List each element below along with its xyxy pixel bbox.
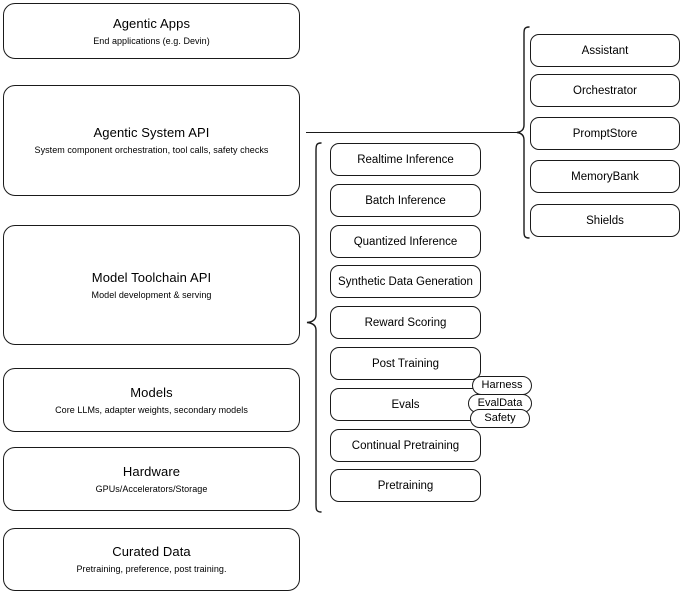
system-item-shields[interactable]: Shields <box>530 204 680 237</box>
layer-box-agentic-apps[interactable]: Agentic Apps End applications (e.g. Devi… <box>3 3 300 59</box>
layer-subtitle: Model development & serving <box>91 289 212 300</box>
layer-title: Hardware <box>122 463 181 479</box>
layer-box-model-toolchain-api[interactable]: Model Toolchain API Model development & … <box>3 225 300 345</box>
chip-label: Pretraining <box>377 479 434 492</box>
layer-box-hardware[interactable]: Hardware GPUs/Accelerators/Storage <box>3 447 300 511</box>
layer-title: Curated Data <box>112 544 191 559</box>
chip-label: Evals <box>391 398 420 411</box>
layer-box-models[interactable]: Models Core LLMs, adapter weights, secon… <box>3 368 300 432</box>
toolchain-item-pretraining[interactable]: Pretraining <box>330 469 481 502</box>
layer-title: Model Toolchain API <box>91 269 212 285</box>
chip-label: Reward Scoring <box>364 316 447 329</box>
toolchain-item-realtime-inference[interactable]: Realtime Inference <box>330 143 481 176</box>
toolchain-item-quantized-inference[interactable]: Quantized Inference <box>330 225 481 258</box>
chip-label: Shields <box>586 214 624 227</box>
toolchain-item-continual-pretraining[interactable]: Continual Pretraining <box>330 429 481 462</box>
layer-subtitle: Pretraining, preference, post training. <box>76 564 227 574</box>
chip-label: Assistant <box>581 44 629 57</box>
toolchain-item-reward-scoring[interactable]: Reward Scoring <box>330 306 481 339</box>
layer-box-curated-data[interactable]: Curated Data Pretraining, preference, po… <box>3 528 300 591</box>
evals-pill-safety[interactable]: Safety <box>470 409 530 428</box>
layer-subtitle: GPUs/Accelerators/Storage <box>95 483 208 494</box>
chip-label: Post Training <box>371 357 440 370</box>
evals-pill-harness[interactable]: Harness <box>472 376 532 395</box>
layer-title: Agentic Apps <box>112 15 191 31</box>
toolchain-item-evals[interactable]: Evals <box>330 388 481 421</box>
pill-label: EvalData <box>477 397 523 409</box>
brace-toolchain-column <box>306 140 322 518</box>
system-item-memorybank[interactable]: MemoryBank <box>530 160 680 193</box>
layer-title: Models <box>130 384 173 400</box>
layer-subtitle: System component orchestration, tool cal… <box>34 145 269 155</box>
toolchain-item-batch-inference[interactable]: Batch Inference <box>330 184 481 217</box>
chip-label: Orchestrator <box>573 84 637 97</box>
system-item-assistant[interactable]: Assistant <box>530 34 680 67</box>
pill-label: Harness <box>481 379 523 391</box>
chip-label: MemoryBank <box>571 170 639 183</box>
chip-label: PromptStore <box>572 127 638 140</box>
toolchain-item-synthetic-data-generation[interactable]: Synthetic Data Generation <box>330 265 481 298</box>
connector-line-system-api <box>306 132 518 133</box>
system-item-orchestrator[interactable]: Orchestrator <box>530 74 680 107</box>
layer-subtitle: Core LLMs, adapter weights, secondary mo… <box>55 404 248 415</box>
layer-box-agentic-system-api[interactable]: Agentic System API System component orch… <box>3 85 300 196</box>
system-item-promptstore[interactable]: PromptStore <box>530 117 680 150</box>
layer-subtitle: End applications (e.g. Devin) <box>93 35 210 46</box>
chip-label: Realtime Inference <box>357 153 454 166</box>
chip-label: Batch Inference <box>365 194 446 207</box>
toolchain-item-post-training[interactable]: Post Training <box>330 347 481 380</box>
chip-label: Quantized Inference <box>353 235 458 248</box>
brace-system-column <box>516 26 530 242</box>
chip-label: Continual Pretraining <box>351 439 460 452</box>
pill-label: Safety <box>484 412 516 424</box>
layer-title: Agentic System API <box>93 125 210 140</box>
chip-label: Synthetic Data Generation <box>338 275 473 288</box>
